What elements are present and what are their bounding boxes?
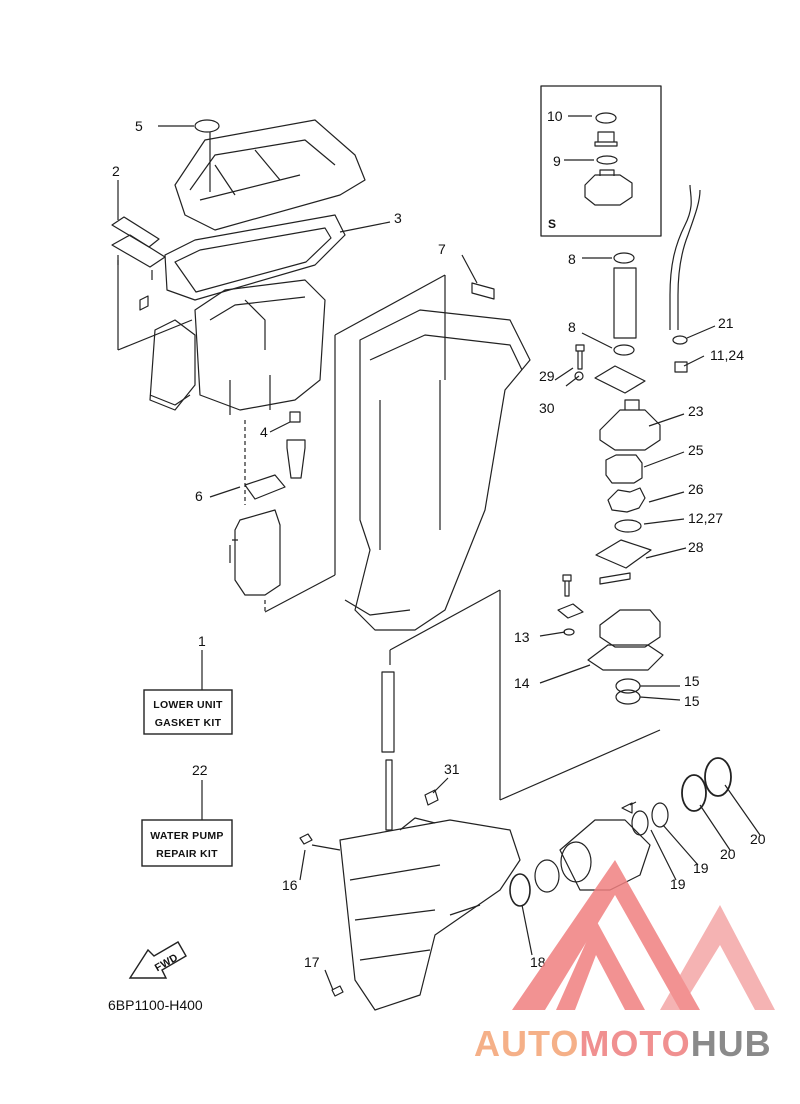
bolt-part-29: [575, 344, 585, 370]
callout-15b: 15: [684, 693, 700, 709]
o-ring-part-20a: [681, 774, 707, 812]
water-tube-part: [613, 267, 637, 339]
washer-part-19b: [651, 802, 669, 828]
callout-9: 9: [553, 153, 561, 169]
gasket-part-6: [244, 474, 286, 500]
callout-1: 1: [198, 633, 206, 649]
callout-3: 3: [394, 210, 402, 226]
gasket-kit-line2: GASKET KIT: [155, 717, 222, 729]
impeller-part-26: [607, 487, 646, 513]
callout-8b: 8: [568, 319, 576, 335]
plate-part-28: [595, 539, 652, 569]
watermark-text: AUTOMOTOHUB: [474, 1023, 772, 1065]
callout-5: 5: [135, 118, 143, 134]
gasket-part-2: [111, 216, 160, 248]
drawing-code: 6BP1100-H400: [108, 997, 203, 1013]
cap-part: [594, 131, 618, 147]
callout-8a: 8: [568, 251, 576, 267]
watermark-logo-icon: [512, 860, 775, 1010]
callout-12-27: 12,27: [688, 510, 723, 526]
callout-7: 7: [438, 241, 446, 257]
gasket-kit-line1: LOWER UNIT: [153, 699, 223, 711]
water-tube-seal: [286, 439, 306, 479]
callout-31: 31: [444, 761, 460, 777]
lower-pump-base: [599, 609, 661, 648]
oil-seal-part-15a: [615, 678, 641, 694]
callout-11-24: 11,24: [710, 347, 744, 363]
o-ring-part-8a: [613, 252, 635, 264]
hose: [669, 184, 701, 330]
oil-seal-part-15b: [615, 689, 641, 705]
exhaust-housing: [354, 309, 531, 631]
callout-25: 25: [688, 442, 704, 458]
o-ring-part-10: [595, 112, 617, 124]
o-ring-part-9: [596, 155, 618, 165]
pump-kit-line2: REPAIR KIT: [156, 848, 218, 860]
gasket-part-7: [471, 282, 495, 300]
top-cover: [174, 119, 366, 231]
gasket-part-14: [587, 644, 664, 671]
grommet-part-21: [672, 335, 688, 345]
callout-26: 26: [688, 481, 704, 497]
gasket-part-3: [164, 214, 346, 301]
callout-30: 30: [539, 400, 555, 416]
propeller-shaft-housing: [559, 819, 651, 891]
gasket-kit-box: [143, 689, 233, 735]
callout-21: 21: [718, 315, 734, 331]
service-kit-inset: [540, 85, 662, 237]
fwd-arrow-icon: [128, 941, 187, 979]
callout-15a: 15: [684, 673, 700, 689]
callout-14: 14: [514, 675, 530, 691]
o-ring-part-12-27: [614, 519, 642, 533]
watermark-moto: MOTO: [579, 1023, 691, 1064]
impeller-cup-part-25: [605, 454, 643, 484]
callout-20a: 20: [750, 831, 766, 847]
lower-unit-casing: [339, 819, 521, 1011]
upper-casing: [194, 279, 326, 411]
callout-19b: 19: [670, 876, 686, 892]
callout-17: 17: [304, 954, 320, 970]
callout-10: 10: [547, 108, 563, 124]
o-ring-part-18: [509, 873, 531, 907]
part-4: [289, 411, 301, 423]
part-11-24: [674, 361, 688, 373]
washer-part-30: [574, 371, 584, 381]
callout-13: 13: [514, 629, 530, 645]
part-13: [563, 628, 575, 636]
housing-inset: [584, 169, 633, 206]
callout-28: 28: [688, 539, 704, 555]
pump-kit-box: [141, 819, 233, 867]
pump-kit-line1: WATER PUMP: [150, 830, 223, 842]
callout-s: S: [548, 217, 556, 231]
seal-part-5: [194, 119, 220, 133]
o-ring-part-20b: [704, 757, 732, 797]
callout-4: 4: [260, 424, 268, 440]
washer-part-19a: [631, 810, 649, 836]
callout-2: 2: [112, 163, 120, 179]
watermark-hub: HUB: [690, 1023, 772, 1064]
o-ring-part-8b: [613, 344, 635, 356]
callout-19a: 19: [693, 860, 709, 876]
callout-20b: 20: [720, 846, 736, 862]
drive-shaft: [381, 671, 395, 831]
callout-22: 22: [192, 762, 208, 778]
watermark-auto: AUTO: [474, 1023, 580, 1064]
callout-29: 29: [539, 368, 555, 384]
pump-housing-part-23: [599, 399, 661, 451]
bearing-part: [534, 859, 560, 893]
callout-23: 23: [688, 403, 704, 419]
callout-18: 18: [530, 954, 546, 970]
exhaust-guide: [149, 319, 196, 411]
callout-16: 16: [282, 877, 298, 893]
callout-6: 6: [195, 488, 203, 504]
